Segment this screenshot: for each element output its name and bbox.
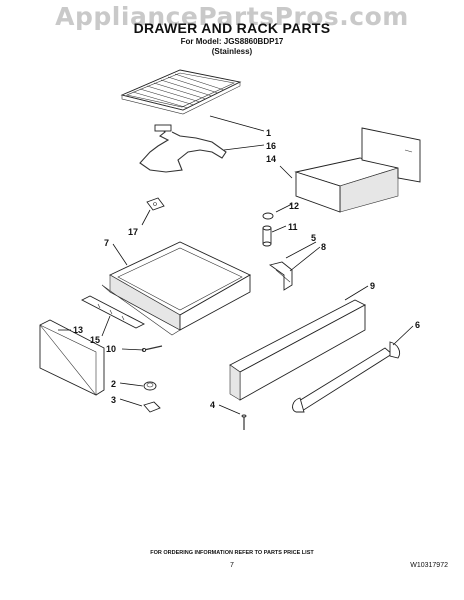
- callout-12: 12: [289, 201, 299, 211]
- page-title: DRAWER AND RACK PARTS: [133, 20, 331, 36]
- watermark: AppliancePartsPros.com: [55, 2, 409, 31]
- drawer-pan-drawing: [101, 241, 251, 336]
- callout-8: 8: [321, 242, 326, 252]
- callout-7: 7: [104, 238, 109, 248]
- rear-panel-drawing: [39, 319, 105, 396]
- callout-14: 14: [266, 154, 276, 164]
- page-number: 7: [230, 562, 234, 569]
- callout-13: 13: [73, 325, 83, 335]
- callout-4: 4: [210, 400, 215, 410]
- screw-drawing: [141, 345, 163, 353]
- handle-drawing: [292, 341, 401, 413]
- bracket-drawing: [146, 197, 165, 211]
- vent-strip-drawing: [81, 295, 145, 329]
- ordering-note: FOR ORDERING INFORMATION REFER TO PARTS …: [150, 550, 314, 556]
- leader-lines: [58, 115, 414, 415]
- callout-2: 2: [111, 379, 116, 389]
- callout-17: 17: [128, 227, 138, 237]
- oven-rack-drawing: [120, 69, 242, 115]
- front-screw-drawing: [241, 414, 247, 430]
- clip-bracket-drawing: [268, 261, 293, 291]
- model-line: For Model: JGS8860BDP17: [180, 37, 284, 46]
- callout-16: 16: [266, 141, 276, 151]
- callout-5: 5: [311, 233, 316, 243]
- callout-labels: 1 16 14 12 11 17 7 5 8 9 6 13 15 10 2 3 …: [73, 128, 420, 410]
- callout-1: 1: [266, 128, 271, 138]
- callout-9: 9: [370, 281, 375, 291]
- callout-11: 11: [288, 222, 298, 232]
- callout-15: 15: [90, 335, 100, 345]
- drawer-element-drawing: [139, 124, 227, 173]
- small-parts-drawing: [143, 381, 161, 413]
- callout-6: 6: [415, 320, 420, 330]
- callout-10: 10: [106, 344, 116, 354]
- finish-line: (Stainless): [211, 47, 253, 56]
- roller-parts-drawing: [262, 212, 274, 247]
- drawer-support-drawing: [294, 127, 421, 213]
- document-id: W10317972: [410, 562, 448, 569]
- drawer-front-drawing: [229, 299, 366, 401]
- callout-3: 3: [111, 395, 116, 405]
